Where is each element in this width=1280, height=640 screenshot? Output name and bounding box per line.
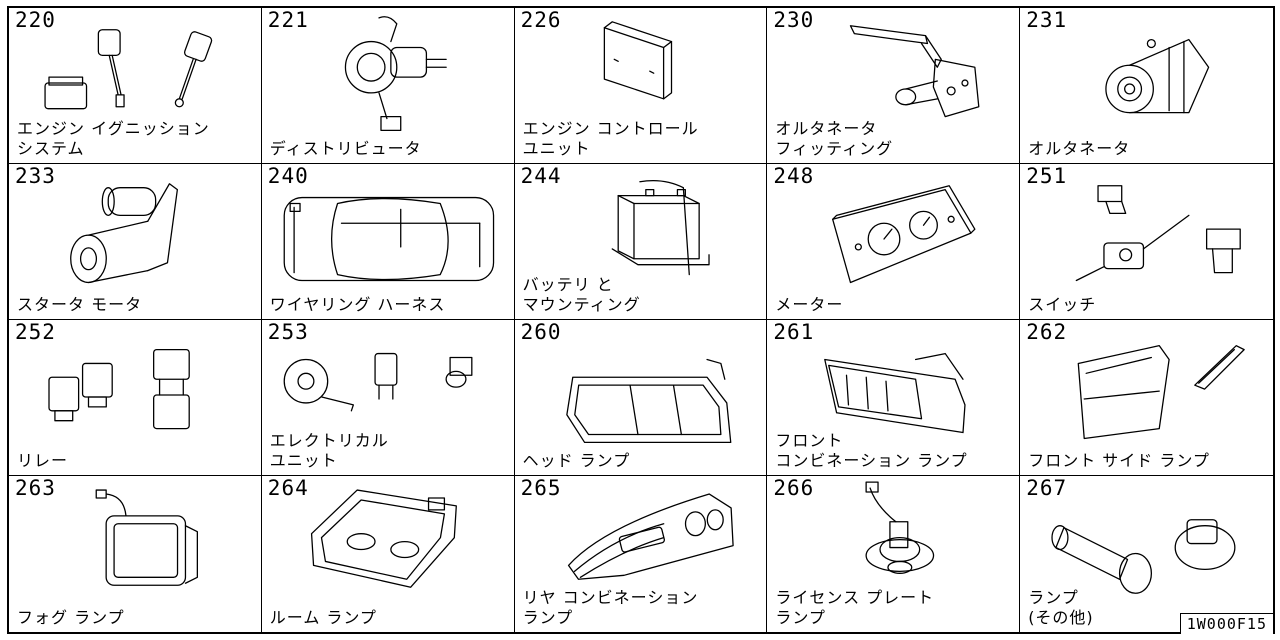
part-cell-264[interactable]: 264 ルーム ランプ: [262, 476, 515, 632]
part-label: ルーム ランプ: [269, 608, 377, 627]
part-number: 265: [520, 476, 562, 500]
part-cell-260[interactable]: 260 ヘッド ランプ: [514, 320, 768, 476]
part-number: 221: [267, 8, 309, 32]
catalog-code: 1W000F15: [1179, 613, 1273, 634]
lamp-other-illustration: [1051, 519, 1236, 594]
battery-and-mounting-illustration: [611, 180, 710, 276]
part-number: 261: [773, 320, 815, 344]
part-cell-267[interactable]: 267 ランプ (その他): [1020, 476, 1273, 632]
part-cell-261[interactable]: 261 フロント コンビネーション ランプ: [767, 320, 1021, 476]
part-cell-233[interactable]: 233 スタータ モータ: [9, 164, 262, 320]
part-label: オルタネータ フィッティング: [775, 119, 894, 158]
engine-control-unit-illustration: [603, 21, 672, 100]
part-number: 267: [1026, 476, 1068, 500]
part-label: エレクトリカル ユニット: [269, 431, 389, 470]
alternator-fitting-illustration: [850, 25, 980, 118]
part-label: バッテリ と マウンティング: [522, 275, 641, 314]
part-label: フロント サイド ランプ: [1028, 451, 1210, 470]
fog-lamp-illustration: [95, 489, 198, 586]
part-label: エンジン コントロール ユニット: [522, 119, 699, 158]
part-label: エンジン イグニッション システム: [17, 119, 210, 158]
parts-catalog-grid: 220 エンジン イグニッション システム 221 ディストリビュータ 226 …: [7, 6, 1275, 634]
part-cell-231[interactable]: 231 オルタネータ: [1020, 8, 1273, 164]
part-label: ライセンス プレート ランプ: [775, 588, 935, 627]
part-cell-240[interactable]: 240 ワイヤリング ハーネス: [261, 164, 515, 320]
relay-illustration: [48, 348, 190, 430]
electrical-unit-illustration: [283, 352, 473, 412]
part-number: 244: [520, 164, 562, 188]
part-cell-221[interactable]: 221 ディストリビュータ: [261, 8, 515, 164]
part-label: スイッチ: [1028, 295, 1097, 314]
part-cell-248[interactable]: 248 メーター: [767, 164, 1021, 320]
part-label: フォグ ランプ: [17, 608, 125, 627]
part-label: オルタネータ: [1028, 139, 1131, 158]
part-number: 233: [15, 164, 56, 188]
front-side-lamp-illustration: [1077, 345, 1245, 440]
part-cell-265[interactable]: 265 リヤ コンビネーション ランプ: [515, 476, 768, 632]
part-number: 253: [267, 320, 309, 344]
part-cell-226[interactable]: 226 エンジン コントロール ユニット: [514, 8, 768, 164]
head-lamp-illustration: [565, 358, 731, 444]
distributor-illustration: [344, 16, 447, 132]
alternator-illustration: [1105, 38, 1210, 114]
part-label: スタータ モータ: [17, 295, 143, 314]
part-cell-230[interactable]: 230 オルタネータ フィッティング: [767, 8, 1021, 164]
part-number: 230: [773, 8, 815, 32]
starter-motor-illustration: [70, 183, 178, 284]
license-plate-lamp-illustration: [865, 481, 935, 574]
part-cell-266[interactable]: 266 ライセンス プレート ランプ: [767, 476, 1021, 632]
part-cell-263[interactable]: 263 フォグ ランプ: [9, 476, 262, 632]
part-number: 231: [1026, 8, 1068, 32]
part-label: フロント コンビネーション ランプ: [775, 431, 968, 470]
part-label: メーター: [775, 295, 844, 314]
part-cell-262[interactable]: 262 フロント サイド ランプ: [1020, 320, 1273, 476]
ignition-system-illustration: [44, 29, 213, 110]
part-cell-220[interactable]: 220 エンジン イグニッション システム: [9, 8, 262, 164]
part-number: 263: [15, 476, 56, 500]
part-number: 226: [520, 8, 562, 32]
part-label: ワイヤリング ハーネス: [269, 295, 446, 314]
part-number: 262: [1026, 320, 1068, 344]
part-number: 252: [15, 320, 56, 344]
part-label: リレー: [17, 451, 69, 470]
meter-cluster-illustration: [832, 185, 976, 284]
part-number: 251: [1026, 164, 1068, 188]
wiring-harness-illustration: [283, 196, 494, 282]
part-number: 240: [267, 164, 309, 188]
part-cell-251[interactable]: 251 スイッチ: [1020, 164, 1273, 320]
part-cell-253[interactable]: 253 エレクトリカル ユニット: [261, 320, 515, 476]
room-lamp-illustration: [310, 489, 457, 588]
part-number: 260: [520, 320, 562, 344]
part-label: ディストリビュータ: [269, 139, 422, 158]
switch-illustration: [1075, 185, 1242, 282]
part-number: 220: [15, 8, 56, 32]
rear-combination-lamp-illustration: [567, 493, 734, 580]
part-number: 264: [267, 476, 309, 500]
part-cell-244[interactable]: 244 バッテリ と マウンティング: [514, 164, 768, 320]
part-cell-252[interactable]: 252 リレー: [9, 320, 262, 476]
part-number: 266: [773, 476, 815, 500]
part-label: リヤ コンビネーション ランプ: [522, 588, 699, 627]
front-combination-lamp-illustration: [824, 352, 967, 434]
part-label: ランプ (その他): [1028, 588, 1094, 627]
part-label: ヘッド ランプ: [522, 451, 631, 470]
part-number: 248: [773, 164, 815, 188]
